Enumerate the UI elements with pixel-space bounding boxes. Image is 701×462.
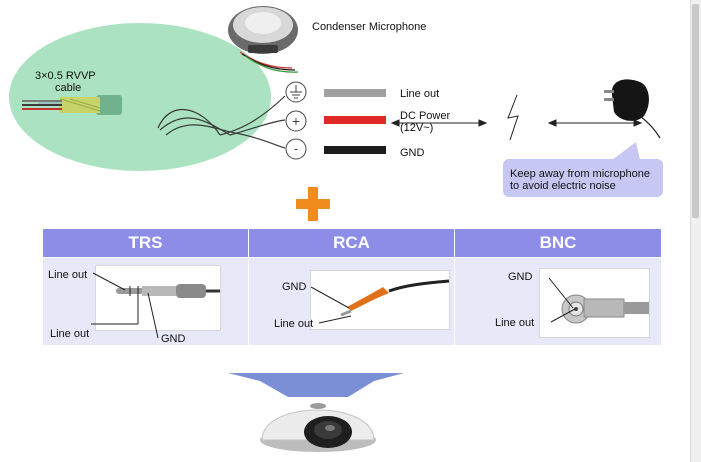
down-arrow-icon (228, 373, 404, 397)
noise-zigzag (507, 94, 519, 141)
rca-gnd: GND (282, 281, 307, 293)
terminal-gnd-label: GND (400, 147, 425, 159)
cable-wires (157, 95, 286, 149)
rvvp-cable-image (22, 95, 122, 115)
cable-zone-ellipse (9, 23, 271, 171)
power-wire (324, 116, 386, 124)
dome-camera-image (260, 403, 376, 452)
terminal-dc-power-label: DC Power (400, 110, 451, 122)
distance-arrow-right (547, 119, 643, 127)
terminal-voltage-label: (12V~) (400, 122, 434, 134)
bnc-leader-lines (548, 277, 576, 323)
bnc-photo (539, 268, 650, 338)
plus-terminal-icon: + (285, 110, 307, 132)
terminal-line-out-label: Line out (400, 88, 440, 100)
gnd-wire (324, 146, 386, 154)
bnc-connector-image (561, 294, 649, 324)
trs-gnd: GND (161, 333, 186, 345)
note-pointer (612, 142, 640, 160)
minus-terminal-icon: - (285, 138, 307, 160)
electric-noise-note: Keep away from microphone to avoid elect… (503, 159, 663, 197)
microphone-image (228, 6, 299, 73)
line-out-wire (324, 89, 386, 97)
distance-arrow-left (390, 119, 488, 127)
ground-terminal-icon (285, 81, 307, 103)
microphone-label: Condenser Microphone (312, 21, 427, 33)
note-line-1: Keep away from microphone (510, 168, 651, 180)
rca-photo (310, 270, 450, 330)
cable-label-line2: cable (55, 82, 82, 94)
svg-text:+: + (292, 113, 300, 129)
note-line-2: to avoid electric noise (510, 180, 616, 192)
cell-trs: Line out Line out GND (43, 258, 248, 345)
header-bnc: BNC (455, 229, 661, 257)
cable-label-line1: 3×0.5 RVVP (35, 70, 96, 82)
cell-rca: GND Line out (249, 258, 454, 345)
cell-bnc: GND Line out (455, 258, 661, 345)
trs-line-out-top: Line out (48, 269, 88, 281)
trs-leader-lines (91, 272, 159, 339)
connector-table: TRS RCA BNC Line out Line out GND (43, 229, 661, 345)
rca-line-out: Line out (274, 318, 314, 330)
vertical-scrollbar[interactable] (690, 0, 701, 462)
header-rca: RCA (249, 229, 454, 257)
plus-icon (296, 187, 330, 221)
bnc-gnd: GND (508, 271, 533, 283)
bnc-line-out: Line out (495, 317, 535, 329)
power-adapter-image (604, 79, 661, 139)
header-trs: TRS (43, 229, 248, 257)
scrollbar-thumb[interactable] (692, 4, 699, 218)
rca-plug-image (340, 279, 450, 317)
svg-text:-: - (294, 141, 298, 156)
rca-leader-lines (310, 286, 352, 324)
trs-line-out-bottom: Line out (50, 328, 90, 340)
